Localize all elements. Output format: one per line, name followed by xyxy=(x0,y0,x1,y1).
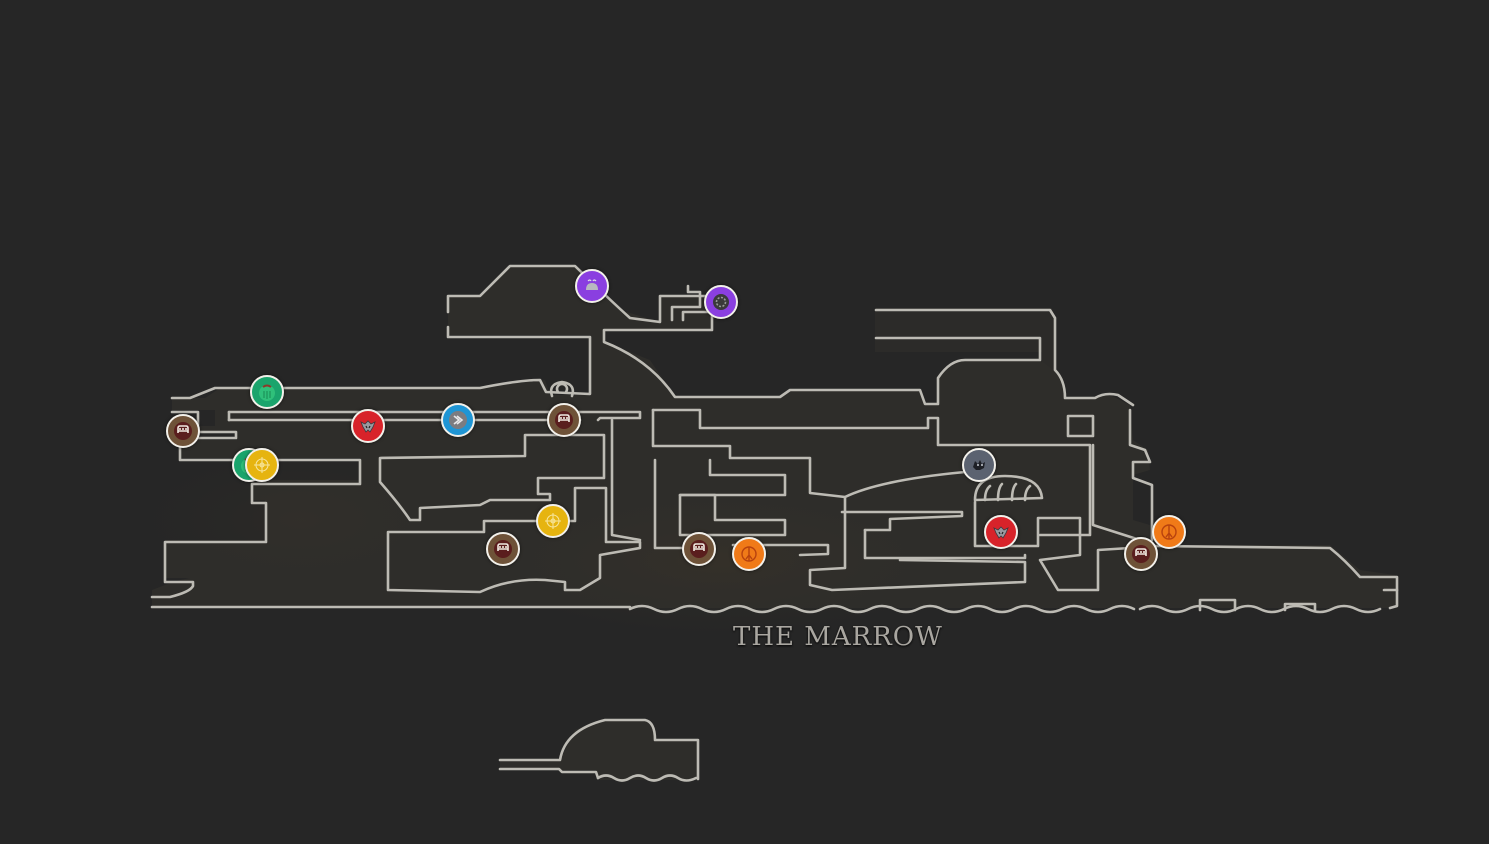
horned-skull-icon xyxy=(991,522,1011,542)
needle-sigil-icon xyxy=(739,544,759,564)
map-marker-boss[interactable] xyxy=(984,515,1018,549)
bell-flower-icon xyxy=(582,276,602,296)
gear-shell-icon xyxy=(711,292,731,312)
map-marker-bench[interactable] xyxy=(682,532,716,566)
beast-icon xyxy=(969,455,989,475)
map-marker-boss[interactable] xyxy=(351,409,385,443)
coin-pouch-icon xyxy=(257,382,277,402)
map-marker-bench[interactable] xyxy=(486,532,520,566)
map-outline xyxy=(150,264,1399,614)
map-marker-item[interactable] xyxy=(536,504,570,538)
crosshair-icon xyxy=(252,455,272,475)
map-marker-lore[interactable] xyxy=(732,537,766,571)
bench-icon xyxy=(1131,544,1151,564)
crosshair-icon xyxy=(543,511,563,531)
bench-icon xyxy=(173,421,193,441)
map-marker-bench[interactable] xyxy=(547,403,581,437)
map-fill xyxy=(120,267,1397,780)
bench-icon xyxy=(493,539,513,559)
map-marker-relic[interactable] xyxy=(704,285,738,319)
sub-area-outline xyxy=(498,718,700,782)
bench-icon xyxy=(554,410,574,430)
map-marker-lore[interactable] xyxy=(1152,515,1186,549)
map-marker-item[interactable] xyxy=(245,448,279,482)
bench-icon xyxy=(689,539,709,559)
horned-skull-icon xyxy=(358,416,378,436)
map-marker-bench[interactable] xyxy=(166,414,200,448)
map-marker-npc[interactable] xyxy=(575,269,609,303)
map-marker-hunter[interactable] xyxy=(962,448,996,482)
map-marker-bench[interactable] xyxy=(1124,537,1158,571)
map-marker-fast-travel[interactable] xyxy=(441,403,475,437)
chevron-arrow-icon xyxy=(448,410,468,430)
needle-sigil-icon xyxy=(1159,522,1179,542)
region-label: THE MARROW xyxy=(733,622,943,652)
map-marker-shop[interactable] xyxy=(250,375,284,409)
